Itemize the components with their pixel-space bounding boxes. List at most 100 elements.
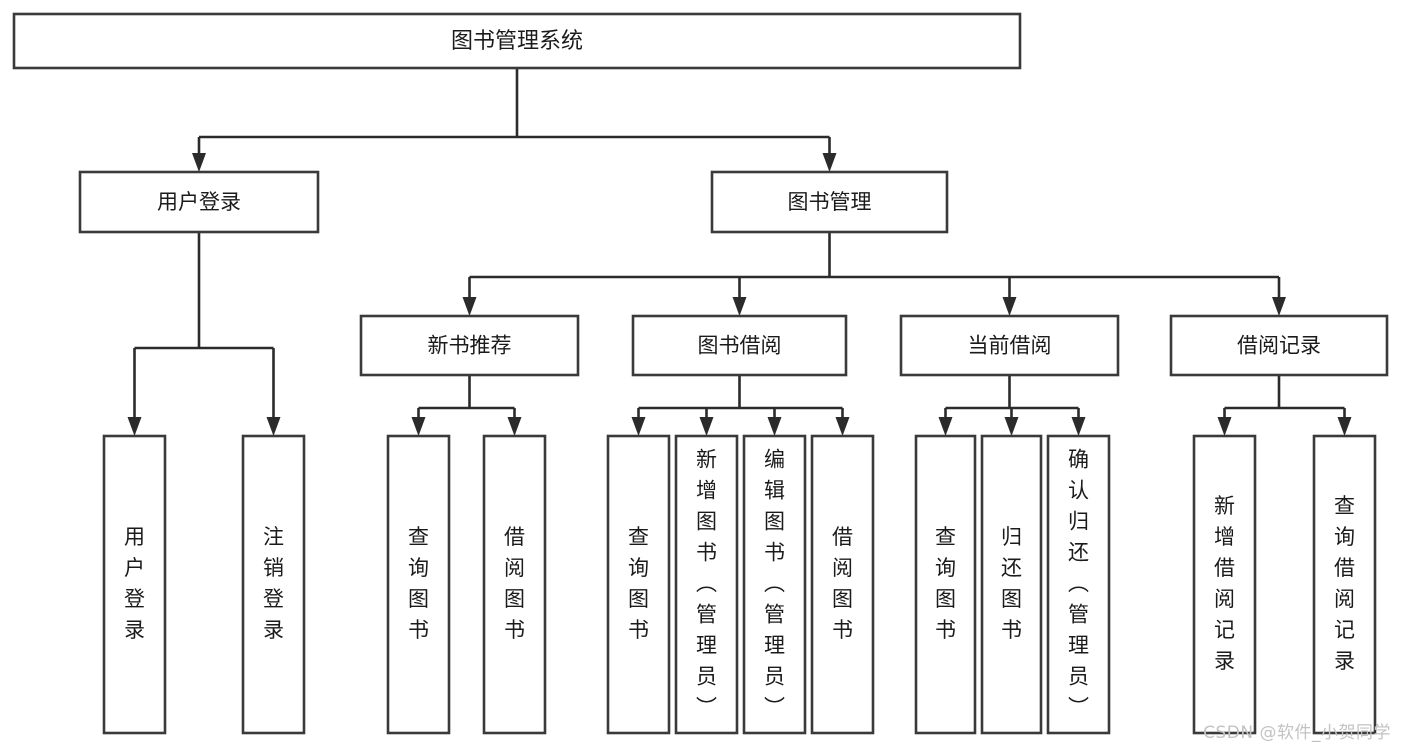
node-leaf-query-book-1-box bbox=[386, 434, 451, 735]
current-borrow-to-leaves-arrow-0 bbox=[938, 417, 953, 436]
node-leaf-add-book-char: 管 bbox=[696, 603, 717, 627]
node-book-borrow[interactable]: 图书借阅 bbox=[631, 314, 848, 377]
node-leaf-query-book-2-char: 图 bbox=[628, 587, 649, 611]
bookmgmt-to-level2-arrow-3 bbox=[1272, 297, 1286, 316]
node-leaf-edit-book-char: ︶ bbox=[764, 696, 785, 720]
node-leaf-query-record-char: 阅 bbox=[1334, 587, 1355, 611]
node-leaf-add-record-char: 增 bbox=[1214, 525, 1235, 549]
current-borrow-to-leaves-arrow-1 bbox=[1004, 417, 1019, 436]
node-leaf-edit-book-char: 理 bbox=[764, 634, 785, 658]
node-leaf-borrow-book-1-box bbox=[482, 434, 547, 735]
node-leaf-confirm-return-char: 还 bbox=[1068, 541, 1089, 565]
node-leaf-query-book-1-char: 询 bbox=[408, 556, 429, 580]
node-leaf-query-book-1-char: 图 bbox=[408, 587, 429, 611]
node-leaf-query-book-2-char: 查 bbox=[628, 525, 649, 549]
node-leaf-query-book-3-char: 查 bbox=[935, 525, 956, 549]
node-leaf-logout-char: 销 bbox=[263, 556, 284, 580]
node-root-system[interactable]: 图书管理系统 bbox=[12, 12, 1022, 70]
node-leaf-add-book-char: ︵ bbox=[696, 572, 717, 596]
node-leaf-query-record-char: 记 bbox=[1334, 618, 1355, 642]
node-layer: 图书管理系统用户登录图书管理新书推荐图书借阅当前借阅借阅记录用户登录注销登录查询… bbox=[12, 12, 1389, 735]
node-leaf-user-login-char: 户 bbox=[124, 556, 145, 580]
node-leaf-add-record-char: 阅 bbox=[1214, 587, 1235, 611]
node-borrow-record[interactable]: 借阅记录 bbox=[1169, 314, 1389, 377]
node-leaf-add-book-char: 员 bbox=[696, 665, 717, 689]
current-borrow-to-leaves-arrow-2 bbox=[1071, 417, 1086, 436]
node-leaf-query-record-char: 查 bbox=[1334, 494, 1355, 518]
node-leaf-confirm-return-char: ︵ bbox=[1068, 572, 1089, 596]
node-leaf-logout-box bbox=[241, 434, 306, 735]
book-borrow-to-leaves-arrow-3 bbox=[835, 417, 850, 436]
node-leaf-borrow-book-1-char: 借 bbox=[504, 525, 525, 549]
node-leaf-add-record-char: 录 bbox=[1214, 649, 1235, 673]
node-leaf-edit-book-char: ︵ bbox=[764, 572, 785, 596]
node-book-management-box bbox=[710, 170, 949, 234]
node-new-book-recommend-label: 新书推荐 bbox=[428, 334, 512, 358]
root-to-level1-arrow-0 bbox=[192, 153, 206, 172]
node-leaf-confirm-return-char: 认 bbox=[1068, 479, 1089, 503]
node-leaf-edit-book-char: 书 bbox=[764, 541, 785, 565]
node-leaf-user-login-char: 用 bbox=[124, 525, 145, 549]
node-current-borrow[interactable]: 当前借阅 bbox=[899, 314, 1120, 377]
node-leaf-borrow-book-1-char: 图 bbox=[504, 587, 525, 611]
node-leaf-query-book-3-char: 询 bbox=[935, 556, 956, 580]
node-leaf-add-record-box bbox=[1192, 434, 1257, 735]
bookmgmt-to-level2-arrow-2 bbox=[1002, 297, 1017, 316]
node-leaf-edit-book-char: 员 bbox=[764, 665, 785, 689]
node-new-book-recommend-box bbox=[359, 314, 580, 377]
node-leaf-query-record-char: 借 bbox=[1334, 556, 1355, 580]
node-root-system-label: 图书管理系统 bbox=[451, 29, 583, 54]
connector-layer bbox=[127, 68, 1352, 436]
node-leaf-query-book-1-char: 查 bbox=[408, 525, 429, 549]
node-leaf-add-book-char: 理 bbox=[696, 634, 717, 658]
borrow-record-to-leaves-arrow-0 bbox=[1217, 417, 1232, 436]
node-leaf-query-record-char: 录 bbox=[1334, 649, 1355, 673]
node-leaf-confirm-return-char: 理 bbox=[1068, 634, 1089, 658]
book-borrow-to-leaves-arrow-2 bbox=[767, 417, 782, 436]
node-leaf-add-book-char: ︶ bbox=[696, 696, 717, 720]
node-leaf-query-book-3-box bbox=[914, 434, 977, 735]
node-leaf-add-record-char: 记 bbox=[1214, 618, 1235, 642]
node-user-login[interactable]: 用户登录 bbox=[78, 170, 320, 234]
node-leaf-user-login[interactable]: 用户登录 bbox=[102, 434, 167, 735]
node-leaf-confirm-return-char: ︶ bbox=[1068, 696, 1089, 720]
node-leaf-query-record-box bbox=[1312, 434, 1377, 735]
node-borrow-record-label: 借阅记录 bbox=[1237, 334, 1321, 358]
node-leaf-query-book-2-char: 书 bbox=[628, 618, 649, 642]
node-borrow-record-box bbox=[1169, 314, 1389, 377]
node-book-management-label: 图书管理 bbox=[788, 190, 872, 214]
node-leaf-return-book-box bbox=[980, 434, 1043, 735]
node-leaf-logout-char: 录 bbox=[263, 618, 284, 642]
node-leaf-edit-book-char: 管 bbox=[764, 603, 785, 627]
node-leaf-user-login-box bbox=[102, 434, 167, 735]
node-user-login-box bbox=[78, 170, 320, 234]
node-book-borrow-label: 图书借阅 bbox=[698, 334, 782, 358]
book-borrow-to-leaves-arrow-0 bbox=[631, 417, 646, 436]
node-leaf-return-book-char: 书 bbox=[1001, 618, 1022, 642]
node-leaf-query-book-3-char: 书 bbox=[935, 618, 956, 642]
node-leaf-borrow-book-2-char: 书 bbox=[832, 618, 853, 642]
root-to-level1-arrow-1 bbox=[822, 153, 837, 172]
node-leaf-edit-book-char: 辑 bbox=[764, 479, 785, 503]
node-leaf-borrow-book-2-char: 阅 bbox=[832, 556, 853, 580]
node-leaf-add-book-box bbox=[674, 434, 739, 735]
node-leaf-add-book-char: 新 bbox=[696, 448, 717, 472]
user-login-to-leaves-arrow-0 bbox=[127, 417, 142, 436]
node-book-management[interactable]: 图书管理 bbox=[710, 170, 949, 234]
node-leaf-query-book-2-box bbox=[606, 434, 671, 735]
node-new-book-recommend[interactable]: 新书推荐 bbox=[359, 314, 580, 377]
user-login-to-leaves-arrow-1 bbox=[266, 417, 281, 436]
bookmgmt-to-level2-arrow-1 bbox=[732, 297, 747, 316]
